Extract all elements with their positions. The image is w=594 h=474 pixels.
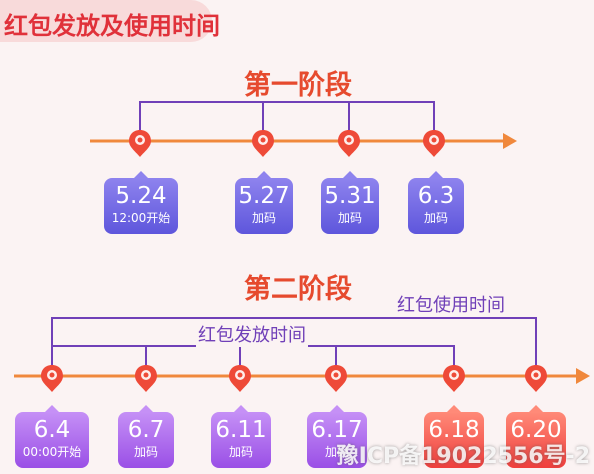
stage2-use-label: 红包使用时间	[395, 291, 507, 317]
stage2-pin-2	[135, 365, 157, 392]
card-subtitle: 加码	[133, 445, 158, 459]
card-subtitle: 加码	[337, 211, 362, 225]
stage1-pin-1	[129, 130, 151, 157]
card-date: 6.11	[215, 417, 267, 443]
title-banner: 红包发放及使用时间	[0, 0, 220, 42]
stage2-pin-1	[41, 365, 63, 392]
card-subtitle: 加码	[251, 211, 276, 225]
stage2-card-2: 6.7 加码	[118, 405, 174, 468]
stage2-card-6: 6.20	[506, 405, 566, 468]
stage1-card-4: 6.3 加码	[408, 171, 464, 234]
card-subtitle: 加码	[324, 445, 349, 459]
stage1-card-3: 5.31 加码	[321, 171, 379, 234]
stage1-axis-arrow	[503, 133, 517, 149]
stage2-issue-bracket	[52, 345, 455, 372]
stage2-card-1: 6.4 00:00开始	[15, 405, 89, 468]
card-date: 6.20	[510, 417, 562, 443]
stage2-title: 第二阶段	[244, 274, 352, 305]
card-subtitle: 12:00开始	[111, 211, 171, 225]
card-date: 5.24	[115, 183, 167, 209]
stage1-card-2: 5.27 加码	[235, 171, 293, 234]
watermark: 豫ICP备19022556号-2	[336, 444, 590, 469]
page-title: 红包发放及使用时间	[4, 12, 220, 40]
card-date: 5.27	[238, 183, 290, 209]
card-date: 6.3	[417, 183, 455, 209]
card-date: 6.7	[127, 417, 165, 443]
stage2-pin-3	[229, 365, 251, 392]
card-date: 6.4	[33, 417, 71, 443]
stage1-bracket	[139, 101, 435, 138]
stage2-issue-label: 红包发放时间	[196, 321, 308, 347]
card-date: 5.31	[324, 183, 376, 209]
card-subtitle: 加码	[423, 211, 448, 225]
stage1-card-1: 5.24 12:00开始	[104, 171, 178, 234]
stage2-axis-arrow	[576, 368, 590, 384]
stage2-card-4: 6.17 加码	[307, 405, 367, 468]
stage2-card-5: 6.18	[424, 405, 484, 468]
card-date: 6.18	[428, 417, 480, 443]
stage2-pin-6	[525, 365, 547, 392]
stage1-pin-4	[423, 130, 445, 157]
stage2-pin-5	[443, 365, 465, 392]
card-date: 6.17	[311, 417, 363, 443]
card-subtitle: 00:00开始	[22, 445, 82, 459]
card-subtitle: 加码	[228, 445, 253, 459]
stage1-pin-3	[338, 130, 360, 157]
stage1-pin-2	[252, 130, 274, 157]
stage2-pin-4	[325, 365, 347, 392]
stage1-title: 第一阶段	[244, 70, 352, 101]
stage2-card-3: 6.11 加码	[211, 405, 271, 468]
